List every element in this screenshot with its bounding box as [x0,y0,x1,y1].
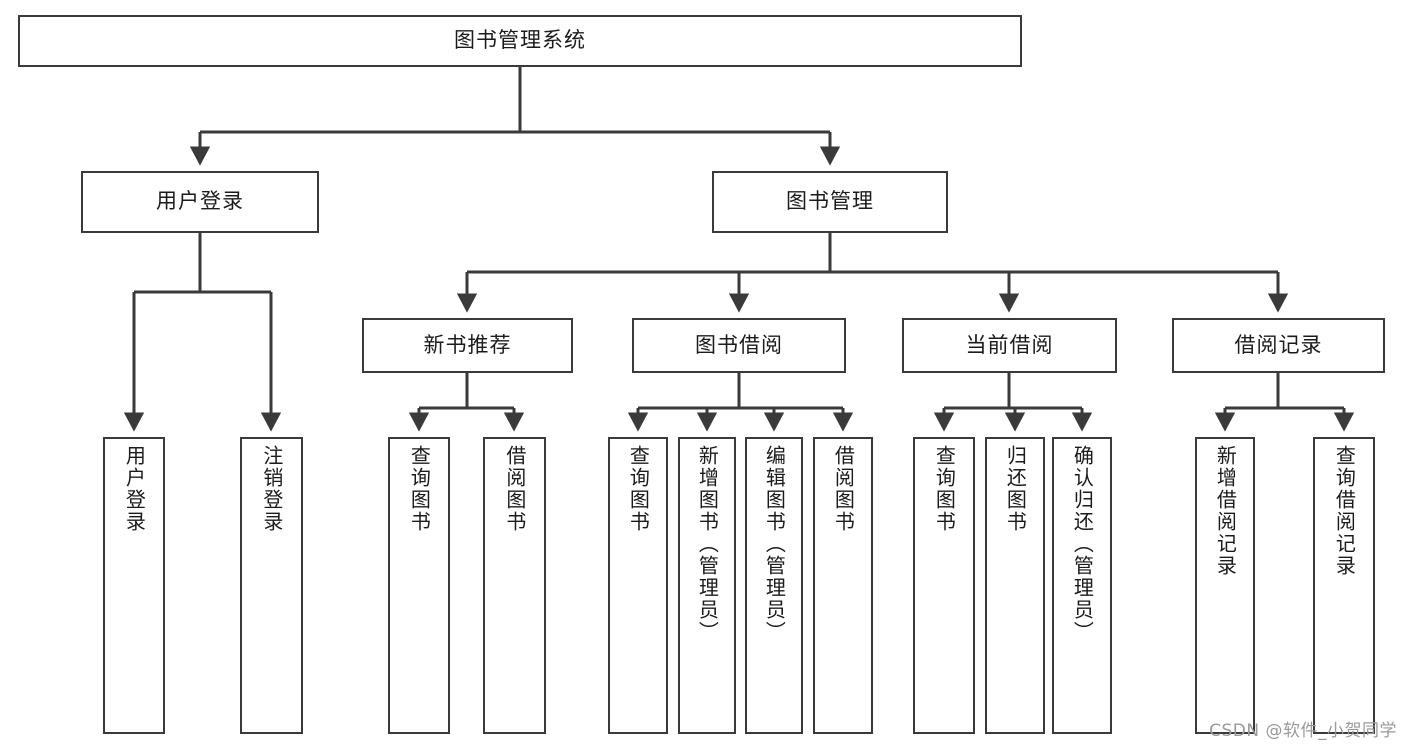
leaf-label: 用户登录 [122,445,147,533]
leaf-user-login[interactable]: 用户登录 [103,437,165,734]
leaf-label: 查询图书 [626,445,651,533]
node-root[interactable]: 图书管理系统 [18,15,1022,67]
node-borrow-record[interactable]: 借阅记录 [1172,318,1385,373]
leaf-add-book-admin[interactable]: 新增图书（管理员） [678,437,736,734]
leaf-label: 归还图书 [1003,445,1028,533]
leaf-add-borrow-record[interactable]: 新增借阅记录 [1195,437,1255,734]
leaf-borrow-book-1[interactable]: 借阅图书 [483,437,546,734]
leaf-user-logout[interactable]: 注销登录 [240,437,303,734]
node-new-book-recommend[interactable]: 新书推荐 [362,318,573,373]
leaf-label: 查询图书 [932,445,957,533]
leaf-label: 借阅图书 [831,445,856,533]
leaf-label: 注销登录 [259,445,284,533]
leaf-label: 新增借阅记录 [1213,445,1238,577]
leaf-query-book-3[interactable]: 查询图书 [913,437,975,734]
leaf-label: 借阅图书 [502,445,527,533]
leaf-query-borrow-record[interactable]: 查询借阅记录 [1313,437,1375,734]
leaf-label: 查询图书 [407,445,432,533]
leaf-return-book[interactable]: 归还图书 [985,437,1045,734]
node-current-borrow[interactable]: 当前借阅 [902,318,1117,373]
leaf-label: 确认归还（管理员） [1070,445,1095,643]
leaf-label: 新增图书（管理员） [695,445,720,643]
leaf-label: 查询借阅记录 [1332,445,1357,577]
node-user-login[interactable]: 用户登录 [81,171,319,233]
node-book-borrow[interactable]: 图书借阅 [632,318,846,373]
leaf-label: 编辑图书（管理员） [762,445,787,643]
csdn-watermark: CSDN @软件_小贺同学 [1209,721,1397,741]
leaf-edit-book-admin[interactable]: 编辑图书（管理员） [745,437,803,734]
leaf-query-book-1[interactable]: 查询图书 [388,437,450,734]
leaf-confirm-return-admin[interactable]: 确认归还（管理员） [1052,437,1112,734]
node-book-manage[interactable]: 图书管理 [712,171,948,233]
leaf-borrow-book-2[interactable]: 借阅图书 [813,437,873,734]
leaf-query-book-2[interactable]: 查询图书 [608,437,668,734]
